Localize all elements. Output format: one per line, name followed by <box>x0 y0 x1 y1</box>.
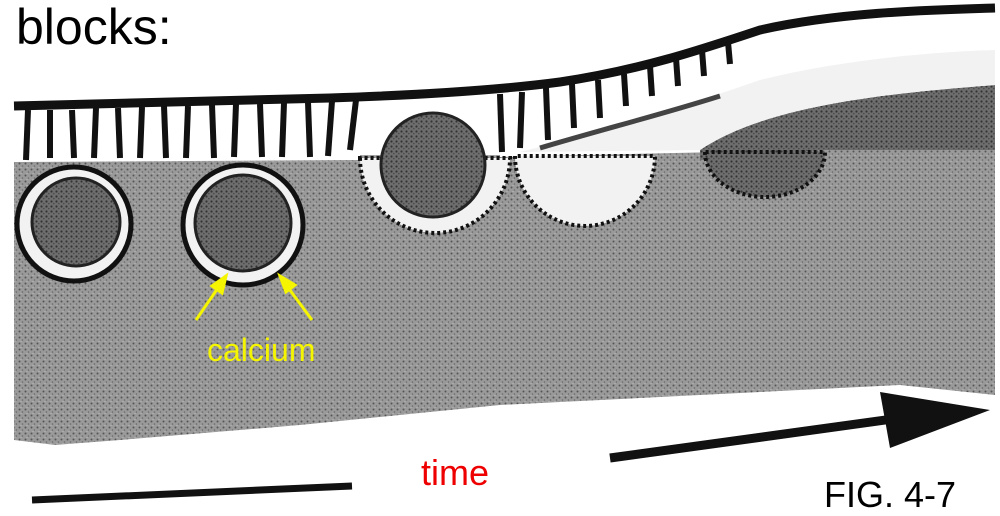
calcium-label: calcium <box>207 332 315 369</box>
page-title: blocks: <box>16 0 172 56</box>
nodule-2 <box>183 165 303 285</box>
nodule-1 <box>17 167 131 281</box>
time-label: time <box>421 452 489 494</box>
figure-caption: FIG. 4-7 <box>824 474 956 516</box>
tissue-block <box>14 147 995 445</box>
